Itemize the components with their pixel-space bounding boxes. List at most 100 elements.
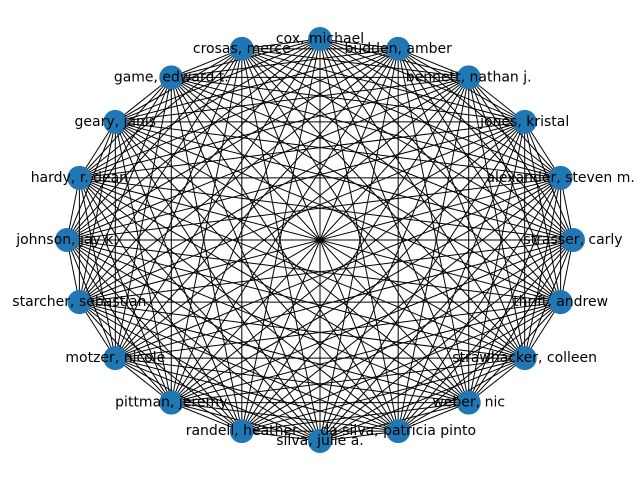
edge	[241, 38, 321, 432]
node-label: randell, heather	[186, 423, 298, 439]
graph-node	[55, 228, 79, 252]
edge	[171, 48, 243, 78]
edge	[66, 38, 321, 241]
edge	[171, 76, 561, 179]
edge	[79, 48, 399, 179]
edge	[241, 48, 526, 359]
node-label: starcher, sebastian	[12, 294, 146, 310]
edge	[241, 48, 561, 179]
edge	[115, 357, 399, 432]
node-label: crosas, merce	[193, 41, 291, 57]
edge	[78, 48, 243, 303]
edge	[319, 38, 399, 432]
graph-node	[103, 346, 128, 371]
edge	[114, 48, 243, 359]
node-label: strawhacker, colleen	[452, 350, 597, 366]
graph-node	[386, 419, 411, 444]
edge	[319, 38, 574, 241]
edge	[171, 76, 561, 303]
edge	[171, 357, 525, 404]
node-label: da silva, patricia pinto	[320, 423, 476, 439]
graph-node	[456, 65, 481, 90]
edge	[78, 77, 172, 303]
node-label: alexander, steven m.	[486, 170, 634, 186]
edge	[170, 76, 525, 359]
edge	[114, 121, 243, 432]
edge	[241, 48, 399, 432]
edge	[66, 239, 321, 442]
edge	[115, 76, 469, 123]
edge	[115, 177, 561, 359]
edge	[468, 121, 526, 403]
node-label: bennett, nathan j.	[406, 69, 532, 85]
edge	[66, 177, 561, 241]
node-label: jones, kristal	[479, 114, 569, 130]
edge	[79, 177, 525, 359]
edge	[66, 48, 243, 241]
edge	[79, 48, 243, 179]
edge	[115, 121, 470, 404]
edge	[114, 121, 321, 442]
edge	[66, 239, 399, 432]
graph-node	[512, 346, 537, 371]
edge	[397, 48, 469, 78]
edge	[241, 430, 321, 442]
edge	[79, 301, 399, 432]
edge	[241, 48, 574, 241]
edge	[79, 301, 243, 432]
edge	[66, 239, 561, 303]
edge	[66, 239, 243, 432]
graph-node	[386, 36, 411, 61]
edge	[66, 121, 116, 241]
graph-node	[561, 228, 585, 252]
graph-node	[159, 65, 184, 90]
edge	[171, 76, 525, 123]
edge	[241, 301, 561, 432]
node-label: pittman, jeremy	[115, 395, 227, 411]
edge	[170, 77, 321, 442]
edge	[319, 48, 399, 442]
edge	[241, 77, 470, 432]
edge	[319, 430, 399, 442]
edge	[171, 48, 399, 78]
edge	[79, 239, 574, 303]
node-label: cox, michael	[276, 31, 364, 47]
edge	[78, 177, 172, 403]
graph-node	[229, 419, 254, 444]
graph-node	[67, 290, 92, 315]
edge	[319, 38, 525, 123]
edge	[241, 402, 469, 432]
edge	[115, 76, 470, 359]
edge	[115, 357, 469, 404]
edge	[524, 121, 562, 303]
edge	[170, 77, 399, 432]
edge	[397, 177, 562, 432]
node-label: thrift, andrew	[513, 294, 608, 310]
edges-layer	[66, 38, 574, 442]
edge	[241, 48, 525, 123]
node-label: game, edward t.	[114, 69, 229, 85]
edge	[114, 77, 172, 359]
edge	[468, 77, 526, 359]
edge	[115, 121, 574, 241]
graph-node	[67, 165, 92, 190]
node-label: geary, janis	[75, 114, 157, 130]
edge	[468, 77, 574, 241]
edge	[66, 239, 116, 359]
edge	[397, 402, 469, 432]
edge	[241, 48, 469, 78]
nodes-layer	[55, 27, 585, 453]
node-label: weber, nic	[432, 395, 505, 411]
edge	[319, 38, 399, 50]
graph-node	[159, 390, 184, 415]
edge	[78, 177, 243, 432]
edge	[115, 38, 321, 123]
graph-node	[512, 109, 537, 134]
edge	[170, 77, 243, 432]
edge	[241, 48, 470, 403]
edge	[171, 76, 574, 241]
node-label: budden, amber	[344, 41, 452, 57]
